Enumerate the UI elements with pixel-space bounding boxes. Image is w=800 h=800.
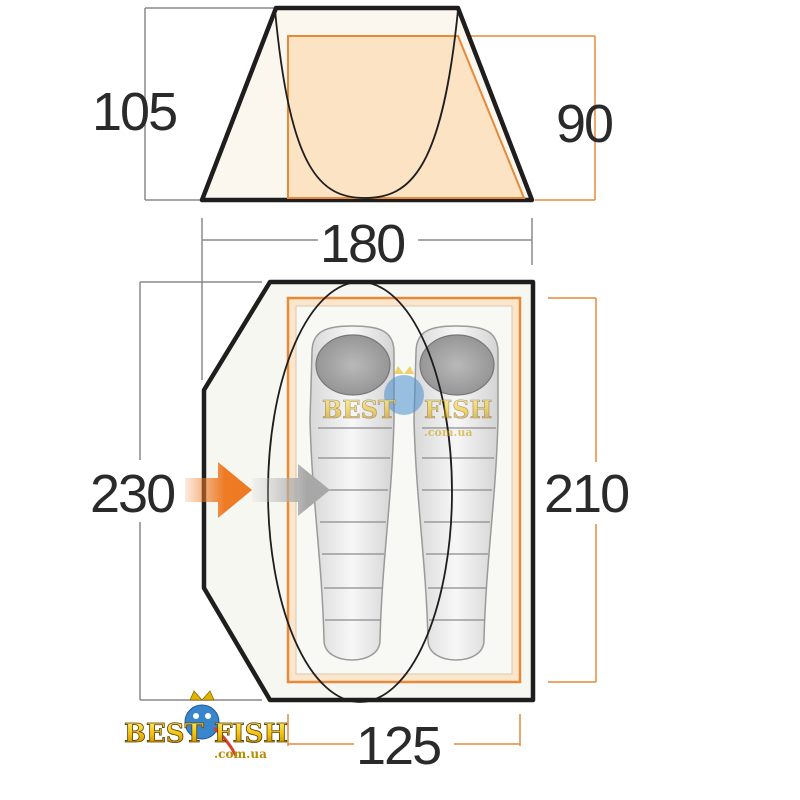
front-height-label: 105 [92, 82, 176, 142]
sleeping-bag-right [413, 325, 499, 661]
floor-length-dimension-lines [139, 265, 262, 701]
inner-width-label: 125 [356, 716, 440, 776]
inner-height-label: 90 [556, 94, 612, 154]
watermark-bottom-fish-mascot-icon [184, 704, 220, 740]
front-inner-tent [287, 35, 526, 199]
inner-width-dimension-lines [287, 714, 521, 746]
inner-length-dimension-lines [548, 297, 597, 683]
inner-height-dimension-lines [470, 35, 596, 201]
watermark-center-brand-left: BEST [322, 395, 396, 424]
front-width-dimension: 180 [201, 214, 533, 274]
front-view: 105 90 [92, 5, 614, 203]
front-height-dimension-lines [144, 7, 275, 201]
floor-length-label: 230 [90, 464, 174, 524]
watermark-center-brand-right: FISH [424, 395, 492, 424]
front-width-label: 180 [320, 214, 404, 274]
watermark-center: BEST FISH .com.ua [322, 366, 493, 439]
watermark-fish-mascot-icon [384, 375, 424, 415]
entry-arrow-orange-icon [185, 462, 252, 518]
entry-arrow-grey-icon [252, 464, 330, 516]
front-door-arch [274, 9, 459, 199]
watermark-bottom-brand-left: BEST [124, 719, 205, 749]
sleeping-bag-left-hood [315, 334, 391, 396]
watermark-center-domain: .com.ua [424, 426, 472, 439]
watermark-bottom-brand-right: FISH [214, 719, 288, 749]
watermark-bottom-left: BEST FISH .com.ua [124, 690, 288, 761]
floor-plan: 230 210 125 [90, 265, 630, 776]
sleeping-bag-right-hood [419, 334, 495, 396]
inner-length-label: 210 [544, 464, 628, 524]
watermark-bottom-domain: .com.ua [214, 747, 267, 761]
sleeping-bag-left [309, 325, 395, 661]
